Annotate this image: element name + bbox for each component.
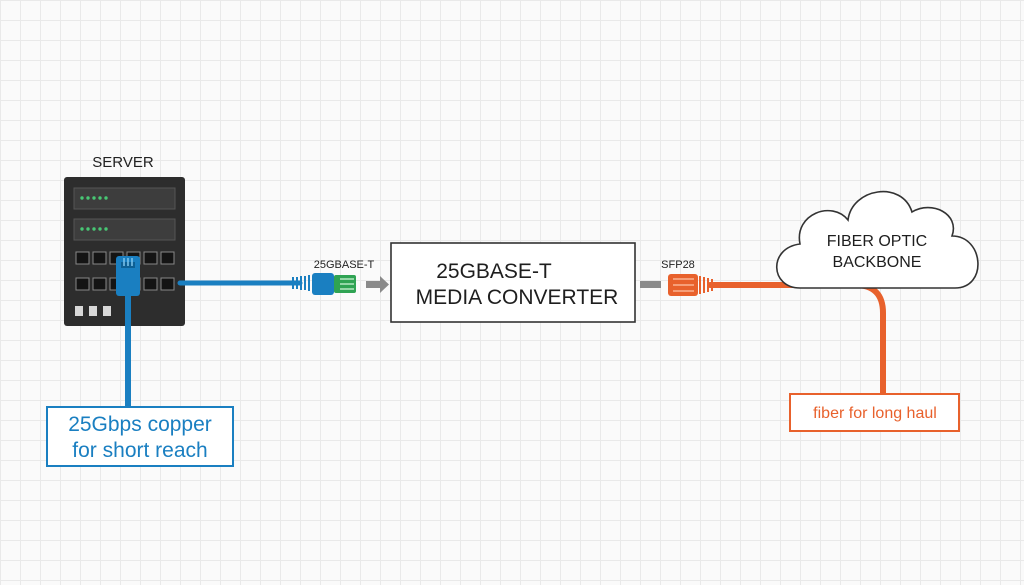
server-label: SERVER <box>92 154 154 171</box>
fiber-callout-text: fiber for long haul <box>813 405 937 422</box>
server-rack <box>64 177 185 326</box>
copper-callout-line2: for short reach <box>72 439 207 462</box>
sfp28-label: SFP28 <box>661 259 695 271</box>
copper-callout-line1: 25Gbps copper <box>68 413 212 436</box>
drive-bay <box>73 187 176 210</box>
converter-title-line1: 25GBASE-T <box>436 260 552 283</box>
cloud-icon <box>776 190 979 289</box>
fiber-boot-ribs <box>699 276 713 294</box>
copper-callout-box <box>46 406 234 467</box>
media-converter-box <box>390 242 636 323</box>
rj45-connector-icon <box>312 273 356 295</box>
converter-port-stub <box>640 281 661 288</box>
fiber-callout-box <box>789 393 960 432</box>
cloud-label-line1: FIBER OPTIC <box>827 233 927 250</box>
status-led-group <box>80 196 108 200</box>
arrow-right-icon <box>366 276 389 293</box>
cloud-label-line2: BACKBONE <box>833 254 922 271</box>
drive-bay <box>73 218 176 241</box>
converter-title-line2: MEDIA CONVERTER <box>416 286 619 309</box>
copper-cable <box>125 280 303 411</box>
sfp28-connector-icon <box>668 274 698 296</box>
rj45-connector-label: 25GBASE-T <box>314 259 375 271</box>
power-indicator-group <box>75 306 111 316</box>
rj45-plug-icon <box>116 256 140 296</box>
status-led-group <box>80 227 108 231</box>
cable-boot-ribs <box>292 275 310 291</box>
fiber-cable <box>707 282 886 398</box>
